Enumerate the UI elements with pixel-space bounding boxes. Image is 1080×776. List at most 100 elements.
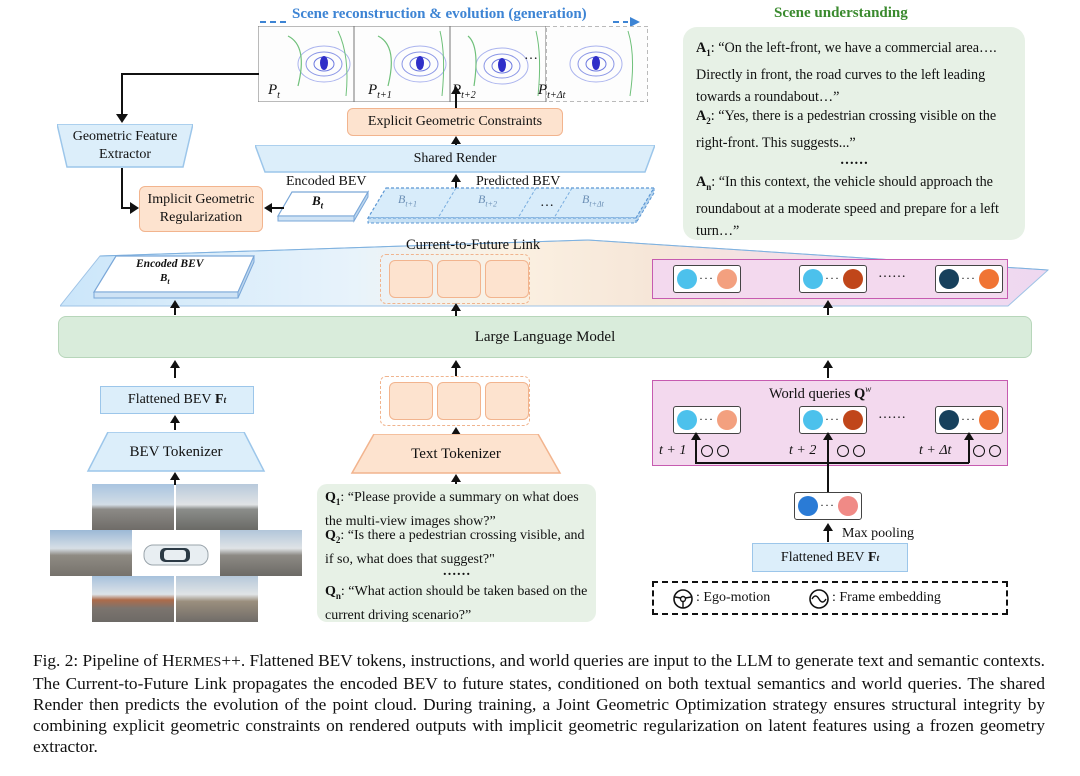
pc-label-2: Pt+1 bbox=[368, 82, 392, 101]
camera-back-right bbox=[176, 576, 258, 622]
wq-out-1: ··· bbox=[673, 265, 741, 293]
questions-gap: …… bbox=[442, 564, 471, 579]
arrow-wq-llm-head bbox=[823, 360, 833, 368]
link-token-2 bbox=[437, 260, 481, 298]
answers-gap: …… bbox=[839, 152, 869, 168]
text-token-2 bbox=[437, 382, 481, 420]
scene-understanding-title: Scene understanding bbox=[774, 5, 908, 21]
link-token-1 bbox=[389, 260, 433, 298]
answer-n: An: “In this context, the vehicle should… bbox=[696, 174, 999, 239]
arrow-pc-explicit-head bbox=[451, 86, 461, 94]
implicit-geometric-regularization-box: Implicit Geometric Regularization bbox=[139, 186, 263, 232]
encoded-bev-plane-label: Encoded BEV bbox=[136, 258, 204, 270]
encoded-bev-plane-symbol: Bt bbox=[160, 272, 170, 287]
world-queries-panel: World queries Qw ··· ··· …… ··· t + 1 t … bbox=[652, 380, 1008, 466]
frame-embedding-icon-1 bbox=[717, 445, 729, 457]
wq-in-ellipsis: …… bbox=[878, 407, 906, 422]
ego-motion-icon-3 bbox=[973, 445, 985, 457]
arrow-tok-flat-line bbox=[174, 418, 176, 430]
pc-label-4: Pt+Δt bbox=[538, 82, 566, 101]
wq-in-3: ··· bbox=[935, 406, 1003, 434]
wq-branch-v1 bbox=[695, 436, 697, 463]
arrow-flat-llm-line bbox=[174, 362, 176, 378]
pc-label-1: Pt bbox=[268, 82, 280, 101]
frame-embedding-icon-3 bbox=[989, 445, 1001, 457]
pred-bev-tile-1: Bt+1 bbox=[398, 192, 417, 209]
camera-front-left bbox=[92, 484, 174, 530]
arrow-llm-wq-line bbox=[827, 303, 829, 315]
pooled-query: ··· bbox=[794, 492, 862, 520]
predicted-bev-tiles bbox=[366, 186, 656, 225]
wq-branch-h bbox=[695, 462, 969, 464]
arrow-img-tok-head bbox=[170, 472, 180, 480]
current-future-link-label: Current-to-Future Link bbox=[406, 237, 541, 253]
text-token-group bbox=[380, 376, 530, 426]
geometric-feature-extractor-label: Geometric Feature Extractor bbox=[72, 129, 178, 162]
ego-car-icon bbox=[143, 544, 209, 566]
frame-embedding-legend-label: : Frame embedding bbox=[832, 590, 941, 605]
wq-branch-head1 bbox=[691, 432, 701, 440]
text-tokenizer-shape bbox=[350, 434, 562, 474]
implicit-from-bev-head bbox=[264, 203, 272, 213]
arrow-pred-render-line bbox=[455, 178, 457, 188]
shared-render-shape bbox=[255, 145, 655, 173]
frame-embedding-legend-icon bbox=[809, 589, 829, 609]
pred-bev-ellipsis: … bbox=[540, 195, 554, 210]
arrow-pool-head bbox=[823, 523, 833, 531]
ego-motion-legend-label: : Ego-motion bbox=[696, 590, 771, 605]
scene-recon-title: Scene reconstruction & evolution (genera… bbox=[292, 6, 587, 23]
text-tokenizer-label: Text Tokenizer bbox=[411, 445, 501, 462]
questions-panel: Q1: “Please provide a summary on what do… bbox=[317, 484, 596, 623]
time-label-3: t + Δt bbox=[919, 443, 952, 458]
question-1: Q1: “Please provide a summary on what do… bbox=[325, 490, 579, 529]
time-label-1: t + 1 bbox=[659, 443, 687, 458]
wq-in-2: ··· bbox=[799, 406, 867, 434]
extractor-to-implicit-h bbox=[121, 207, 131, 209]
pc-to-extractor-h bbox=[121, 73, 259, 75]
large-language-model-bar: Large Language Model bbox=[58, 316, 1032, 358]
arrow-render-explicit-head bbox=[451, 136, 461, 144]
arrow-llm-link-head bbox=[451, 303, 461, 311]
max-pooling-label: Max pooling bbox=[842, 526, 914, 541]
multi-view-images bbox=[50, 484, 302, 622]
scene-recon-dashed-arrow bbox=[260, 17, 640, 27]
feature-extractor-shape bbox=[57, 124, 193, 168]
encoded-bev-symbol: Bt bbox=[312, 193, 324, 211]
arrow-wq-llm-line bbox=[827, 362, 829, 378]
shared-render-label: Shared Render bbox=[413, 150, 497, 166]
wq-out-2: ··· bbox=[799, 265, 867, 293]
figure-caption: Fig. 2: Pipeline of HERMES++. Flattened … bbox=[33, 651, 1045, 756]
arrow-pc-explicit-line bbox=[455, 92, 457, 108]
wq-branch-head2 bbox=[823, 432, 833, 440]
answer-1: A1: “On the left-front, we have a commer… bbox=[696, 40, 997, 105]
question-n: Qn: “What action should be taken based o… bbox=[325, 584, 588, 623]
scene-understanding-panel: A1: “On the left-front, we have a commer… bbox=[683, 27, 1025, 240]
world-query-output-panel: ··· ··· …… ··· bbox=[652, 259, 1008, 299]
link-token-group bbox=[380, 254, 530, 304]
pc-to-extractor-v bbox=[121, 73, 123, 117]
wq-out-3: ··· bbox=[935, 265, 1003, 293]
arrow-text-llm-line bbox=[455, 362, 457, 376]
ego-motion-icon-2 bbox=[837, 445, 849, 457]
arrow-pred-render-head bbox=[451, 174, 461, 182]
arrow-llm-wq-head bbox=[823, 300, 833, 308]
time-label-2: t + 2 bbox=[789, 443, 817, 458]
encoded-bev-label: Encoded BEV bbox=[286, 174, 367, 189]
arrow-ttok-token-head bbox=[451, 427, 461, 435]
extractor-to-implicit-head bbox=[130, 202, 139, 214]
camera-back-left bbox=[92, 576, 174, 622]
extractor-to-implicit-v bbox=[121, 168, 123, 209]
arrow-text-llm-head bbox=[451, 360, 461, 368]
wq-out-ellipsis: …… bbox=[878, 266, 906, 281]
arrow-llm-bev-line bbox=[174, 303, 176, 315]
answer-2: A2: “Yes, there is a pedestrian crossing… bbox=[696, 108, 997, 151]
arrow-img-tok-line bbox=[174, 475, 176, 485]
encoded-bev-plane bbox=[92, 255, 255, 299]
arrow-llm-link-line bbox=[455, 306, 457, 316]
question-2: Q2: “Is there a pedestrian crossing visi… bbox=[325, 528, 585, 567]
arrow-flat-llm-head bbox=[170, 360, 180, 368]
pc-to-extractor-head bbox=[116, 114, 128, 123]
arrow-llm-bev-head bbox=[170, 300, 180, 308]
